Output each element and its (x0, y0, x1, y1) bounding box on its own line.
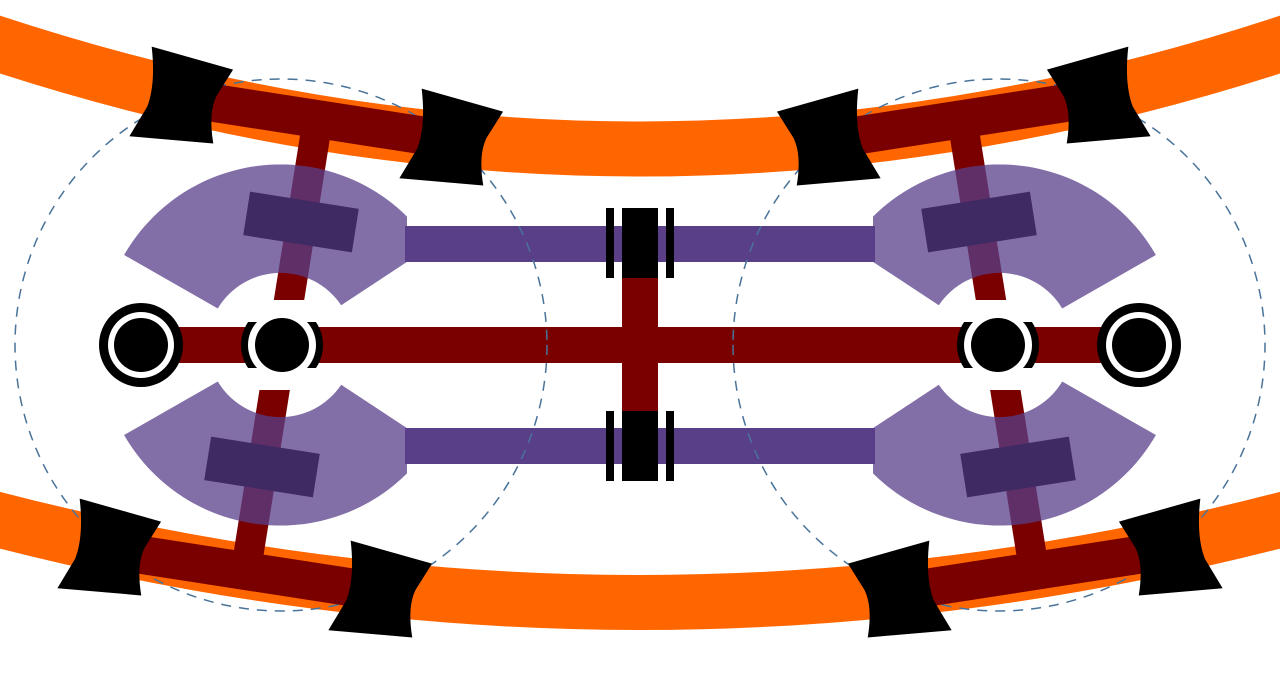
end-coupler (99, 303, 183, 387)
center-coupler-bottom (606, 411, 674, 481)
damper-block-bottom (204, 436, 320, 498)
bogie-envelope (14, 78, 548, 612)
damper-block-top (243, 191, 359, 253)
axle-bottom (107, 531, 384, 611)
center-coupler-top (606, 208, 674, 278)
bogie-left (14, 45, 548, 645)
